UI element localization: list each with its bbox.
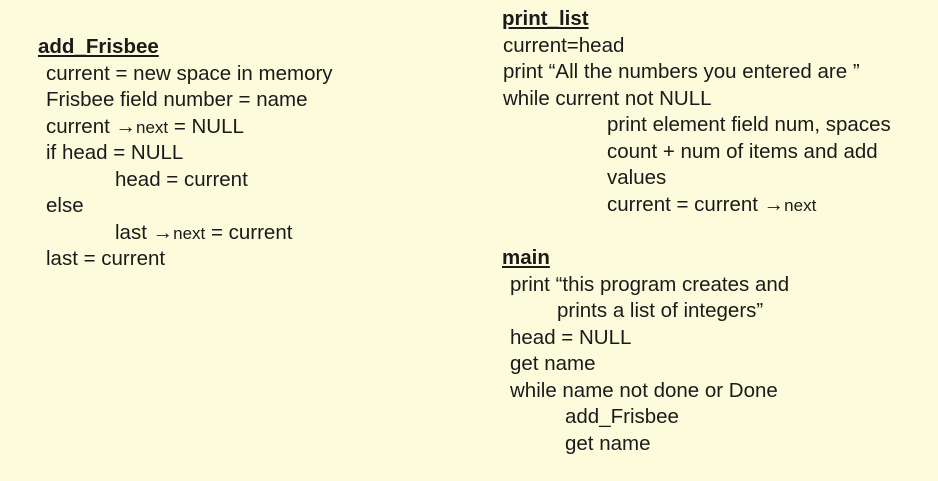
code-fragment-small: next [784, 195, 817, 215]
code-line: last = current [46, 247, 166, 270]
code-fragment: current [46, 114, 116, 138]
arrow-icon: → [763, 192, 785, 216]
code-line: Frisbee field number = name [46, 88, 308, 111]
code-fragment: = current [205, 220, 293, 244]
code-line: current →next = NULL [46, 114, 478, 141]
code-line: print “this program creates and [510, 272, 790, 296]
code-line: last →next = current [46, 220, 478, 247]
code-line: head = current [115, 167, 248, 191]
arrow-icon: → [152, 220, 174, 244]
right-column: print_list current=head print “All the n… [502, 6, 934, 457]
code-fragment-small: next [136, 117, 169, 137]
procedure-title-row: print_list [502, 6, 934, 33]
code-fragment: current = current [607, 192, 764, 216]
code-line: if head = NULL [46, 141, 184, 164]
procedure-title-print-list: print_list [502, 7, 589, 30]
code-line: print “All the numbers you entered are ” [503, 60, 860, 83]
code-line: print element field num, spaces [607, 113, 891, 136]
procedure-title-add-frisbee: add_Frisbee [38, 35, 159, 58]
code-fragment-small: next [173, 223, 206, 243]
code-line: add_Frisbee [565, 405, 679, 428]
procedure-block-main: main print “this program creates and pri… [502, 245, 934, 457]
code-line: count + num of items and add [607, 139, 878, 163]
code-line: head = NULL [510, 325, 632, 349]
code-line: get name [510, 352, 596, 375]
procedure-block-print-list: print_list current=head print “All the n… [502, 6, 934, 218]
code-line: while current not NULL [503, 86, 712, 110]
code-line: else [46, 194, 84, 217]
procedure-block-add-frisbee: add_Frisbee current = new space in memor… [38, 34, 478, 273]
procedure-title-main: main [502, 246, 550, 269]
left-column: add_Frisbee current = new space in memor… [38, 34, 478, 273]
code-line: current=head [503, 33, 625, 57]
code-fragment: = NULL [168, 114, 244, 138]
arrow-icon: → [115, 114, 137, 138]
code-line: values [607, 166, 667, 189]
code-fragment: last [115, 220, 153, 244]
code-line: current = new space in memory [46, 61, 333, 85]
code-line: get name [565, 431, 651, 455]
code-line: prints a list of integers” [557, 299, 764, 322]
procedure-title-row: main [502, 245, 934, 272]
code-line: while name not done or Done [510, 378, 778, 402]
code-line: current = current →next [503, 192, 934, 219]
procedure-title-row: add_Frisbee [38, 34, 478, 61]
